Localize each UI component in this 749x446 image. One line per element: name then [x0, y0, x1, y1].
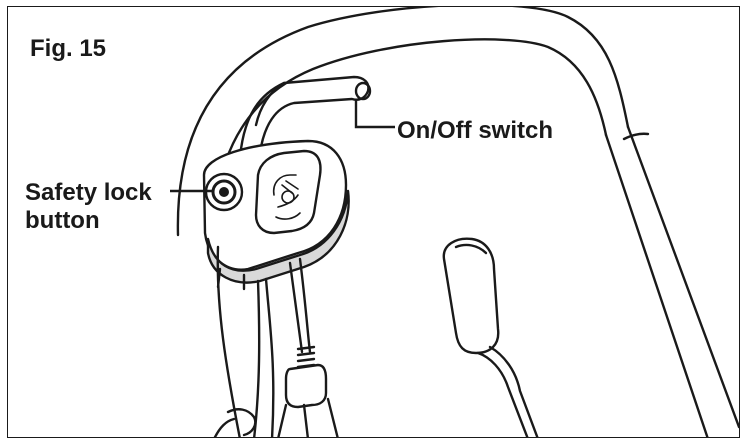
hand-lever-icon [272, 174, 301, 220]
safety-lock-button-callout: Safety lock button [25, 179, 154, 235]
switch-cable-right [298, 257, 312, 354]
right-handle-tube-right-edge [626, 125, 739, 429]
right-handle-tube-left-edge [604, 133, 709, 437]
grip-lever [442, 237, 500, 355]
handle-bar-outer [176, 7, 630, 237]
mower-handle-illustration [170, 7, 739, 437]
figure-frame: Fig. 15 On/Off switch Safety lock button [7, 6, 740, 438]
safety-lock-callout-line1: Safety lock [25, 179, 152, 206]
safety-lock-callout-line2: button [25, 206, 100, 234]
cable-spring [296, 345, 316, 369]
on-off-switch-lever [238, 75, 370, 159]
switch-cable-left [264, 277, 275, 437]
on-off-switch-leader-line [354, 99, 396, 129]
on-off-switch-callout: On/Off switch [395, 117, 555, 145]
figure-label: Fig. 15 [30, 35, 107, 62]
switch-housing-panel [254, 149, 322, 235]
cable-connector [284, 363, 328, 409]
